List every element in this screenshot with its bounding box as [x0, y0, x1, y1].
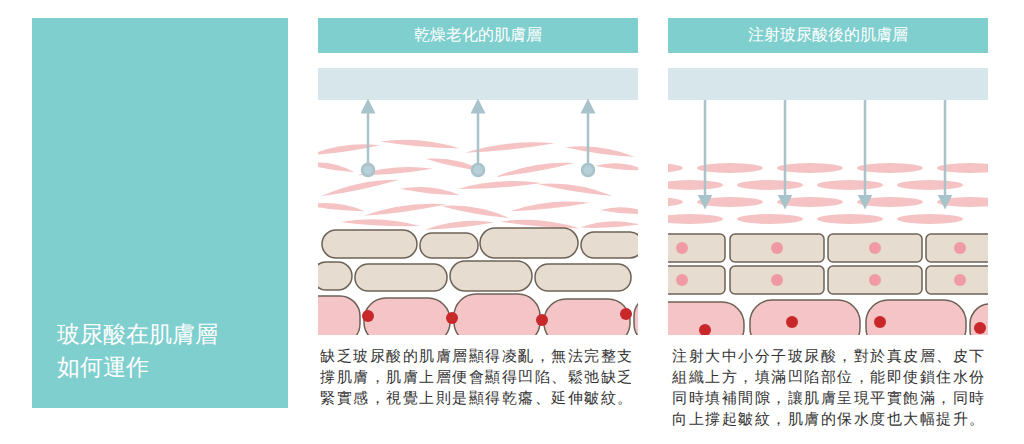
caption-text: 缺乏玻尿酸的肌膚層顯得凌亂，無法完整支 撐肌膚，肌膚上層便會顯得凹陷、鬆弛缺乏 … [320, 346, 642, 409]
title-panel [32, 18, 288, 408]
dry-skin-layers [318, 68, 638, 335]
caption-text: 注射大中小分子玻尿酸，對於真皮層、皮下 組織上方，填滿凹陷部位，能即使鎖住水份 … [672, 346, 994, 430]
panel-title: 玻尿酸在肌膚層 如何運作 [57, 318, 243, 384]
header-text: 乾燥老化的肌膚層 [406, 21, 550, 50]
header-band: 注射玻尿酸後的肌膚層 [668, 18, 988, 53]
treated-skin-layers [668, 68, 988, 335]
header-text: 注射玻尿酸後的肌膚層 [740, 21, 916, 50]
header-band: 乾燥老化的肌膚層 [318, 18, 638, 53]
